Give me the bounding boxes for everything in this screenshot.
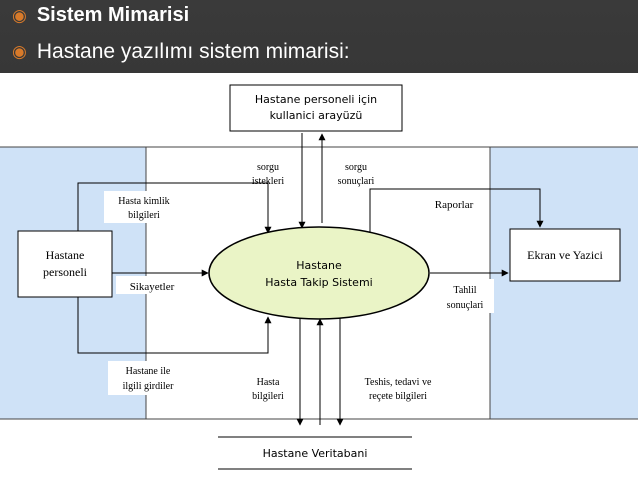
- circled-dot-icon: ◉: [12, 5, 27, 25]
- label-bg-raporlar: [420, 195, 488, 213]
- label-bg-tahlil: [436, 279, 494, 313]
- label-bg-sikayetler: [116, 276, 188, 294]
- bullet-text-title: Sistem Mimarisi: [36, 4, 190, 26]
- right-box: [509, 228, 621, 282]
- label-hasta-bilgileri-1: Hasta: [257, 377, 280, 388]
- top-box-line1: Hastane personeli için: [255, 93, 377, 106]
- center-ellipse: [208, 226, 430, 320]
- right-band: [490, 147, 638, 419]
- label-hasta-kimlik-2: bilgileri: [128, 210, 160, 221]
- label-bg-hastane-ile: [108, 361, 188, 395]
- top-box: [229, 84, 403, 132]
- label-teshis-2: reçete bilgileri: [369, 391, 427, 402]
- label-sorgu-sonuclari-1: sorgu: [345, 162, 367, 173]
- label-sorgu-sonuclari-2: sonuçlari: [338, 176, 375, 187]
- label-hastane-ile-1: Hastane ile: [126, 366, 171, 377]
- label-raporlar: Raporlar: [435, 199, 474, 211]
- center-ellipse-line1: Hastane: [296, 259, 342, 272]
- label-sorgu-istekleri-2: istekleri: [252, 176, 284, 187]
- bullet-line-title: ◉ Sistem Mimarisi: [12, 4, 189, 27]
- label-teshis-1: Teshis, tedavi ve: [365, 377, 432, 388]
- arrow-hasta-kimlik: [77, 182, 272, 234]
- center-ellipse-line2: Hasta Takip Sistemi: [265, 276, 372, 289]
- bullet-text-subtitle: Hastane yazılımı sistem mimarisi:: [36, 40, 350, 63]
- label-hasta-bilgileri-2: bilgileri: [252, 391, 284, 402]
- arrow-hastane-ile: [77, 297, 272, 354]
- bullet-line-subtitle: ◉ Hastane yazılımı sistem mimarisi:: [12, 40, 350, 64]
- label-sikayetler: Sikayetler: [130, 281, 175, 293]
- arrow-raporlar: [369, 188, 544, 236]
- left-box-line2: personeli: [43, 265, 88, 279]
- circled-dot-icon: ◉: [12, 42, 27, 61]
- left-box: [17, 230, 113, 298]
- label-tahlil-2: sonuçlari: [447, 300, 484, 311]
- label-bg-hasta-kimlik: [104, 191, 188, 223]
- label-tahlil-1: Tahlil: [453, 285, 476, 296]
- top-box-line2: kullanici arayüzü: [270, 109, 363, 122]
- architecture-diagram: Hastane personeli için kullanici arayüzü…: [0, 73, 638, 479]
- database-label: Hastane Veritabani: [263, 447, 368, 460]
- right-box-label: Ekran ve Yazici: [527, 248, 603, 262]
- label-hastane-ile-2: ilgili girdiler: [123, 381, 174, 392]
- label-hasta-kimlik-1: Hasta kimlik: [118, 196, 169, 207]
- label-sorgu-istekleri-1: sorgu: [257, 162, 279, 173]
- left-box-line1: Hastane: [46, 248, 85, 262]
